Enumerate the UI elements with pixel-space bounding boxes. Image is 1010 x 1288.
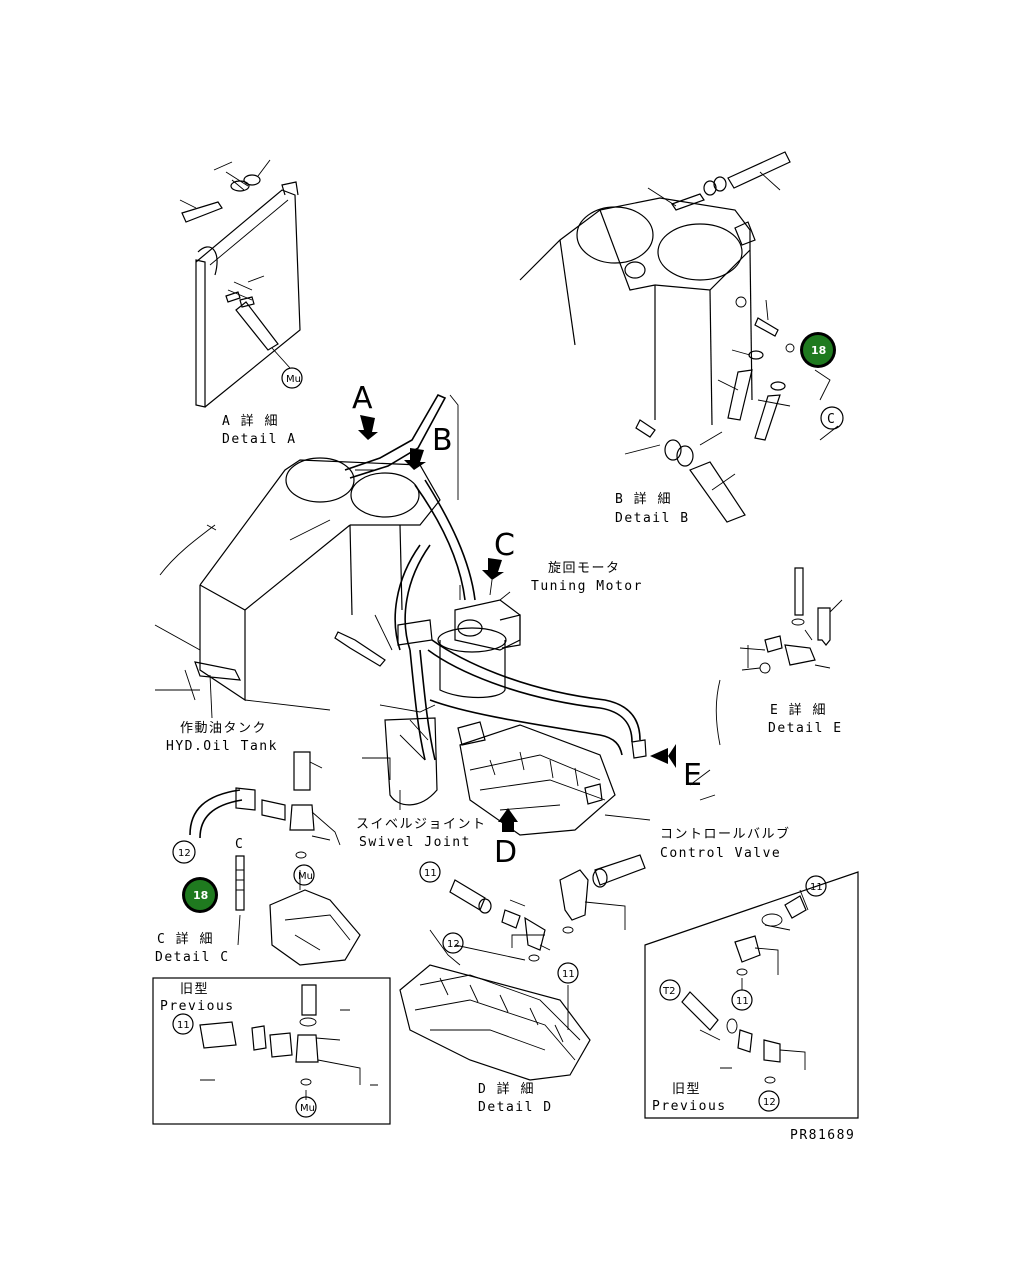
letter-c-small: C [827,412,836,427]
callout-12-prev-right: 12 [763,1097,776,1108]
detail-d-en: Detail D [478,1100,553,1115]
mu-callout-c: Mu [298,871,313,882]
main-assembly-drawing [154,393,721,836]
detail-b-drawing [519,151,844,523]
detail-a-drawing [179,159,303,408]
motor-label-jp: 旋回モータ [548,561,621,576]
motor-label-en: Tuning Motor [531,579,643,594]
valve-label-jp: コントロールバルブ [660,826,791,842]
callout-11-prev-right-a: 11 [810,882,823,893]
detail-c-en: Detail C [155,950,230,965]
drawing-number: PR81689 [790,1128,855,1143]
highlight-callout-18-c[interactable] [185,880,215,910]
letter-e: E [683,758,702,793]
detail-e-drawing [739,567,843,674]
detail-e-en: Detail E [768,721,843,736]
letter-c: C [494,528,515,563]
detail-a-en: Detail A [222,432,297,447]
previous-left-jp: 旧型 [180,982,209,997]
letter-a: A [352,381,373,416]
callout-12-d: 12 [447,939,460,950]
valve-label-en: Control Valve [660,846,781,861]
previous-left-en: Previous [160,999,235,1014]
callout-11-prev-left: 11 [177,1020,190,1031]
previous-right-drawing [659,875,827,1112]
previous-box-left [152,977,391,1125]
highlight-18-c-label: 18 [193,889,208,902]
letter-d: D [494,835,517,870]
letter-b: B [432,423,453,458]
previous-right-jp: 旧型 [672,1082,701,1097]
callout-11-d-b: 11 [562,969,575,980]
detail-d-drawing [399,854,646,1081]
detail-c-jp: C 詳 細 [157,931,214,947]
detail-c-drawing [172,751,361,966]
letter-c-leader: C [235,837,244,852]
tank-label-en: HYD.Oil Tank [166,739,278,754]
callout-12-c: 12 [178,848,191,859]
previous-left-drawing [172,984,378,1118]
previous-box-right [644,871,859,1119]
detail-b-jp: B 詳 細 [615,491,672,507]
previous-right-en: Previous [652,1099,727,1114]
detail-e-jp: E 詳 細 [770,702,827,718]
callout-11-prev-right-b: 11 [736,996,749,1007]
highlight-18-b-label: 18 [811,344,826,357]
detail-a-jp: A 詳 細 [222,413,279,429]
detail-b-en: Detail B [615,511,690,526]
mu-callout-a: Mu [286,374,301,385]
swivel-label-jp: スイベルジョイント [356,817,487,832]
mu-callout-prev-left: Mu [300,1103,315,1114]
swivel-label-en: Swivel Joint [359,835,471,850]
callout-t2: T2 [662,986,675,997]
detail-d-jp: D 詳 細 [478,1081,535,1097]
tank-label-jp: 作動油タンク [180,721,267,736]
highlight-callout-18-b[interactable] [803,335,833,365]
callout-11-d-a: 11 [424,868,437,879]
